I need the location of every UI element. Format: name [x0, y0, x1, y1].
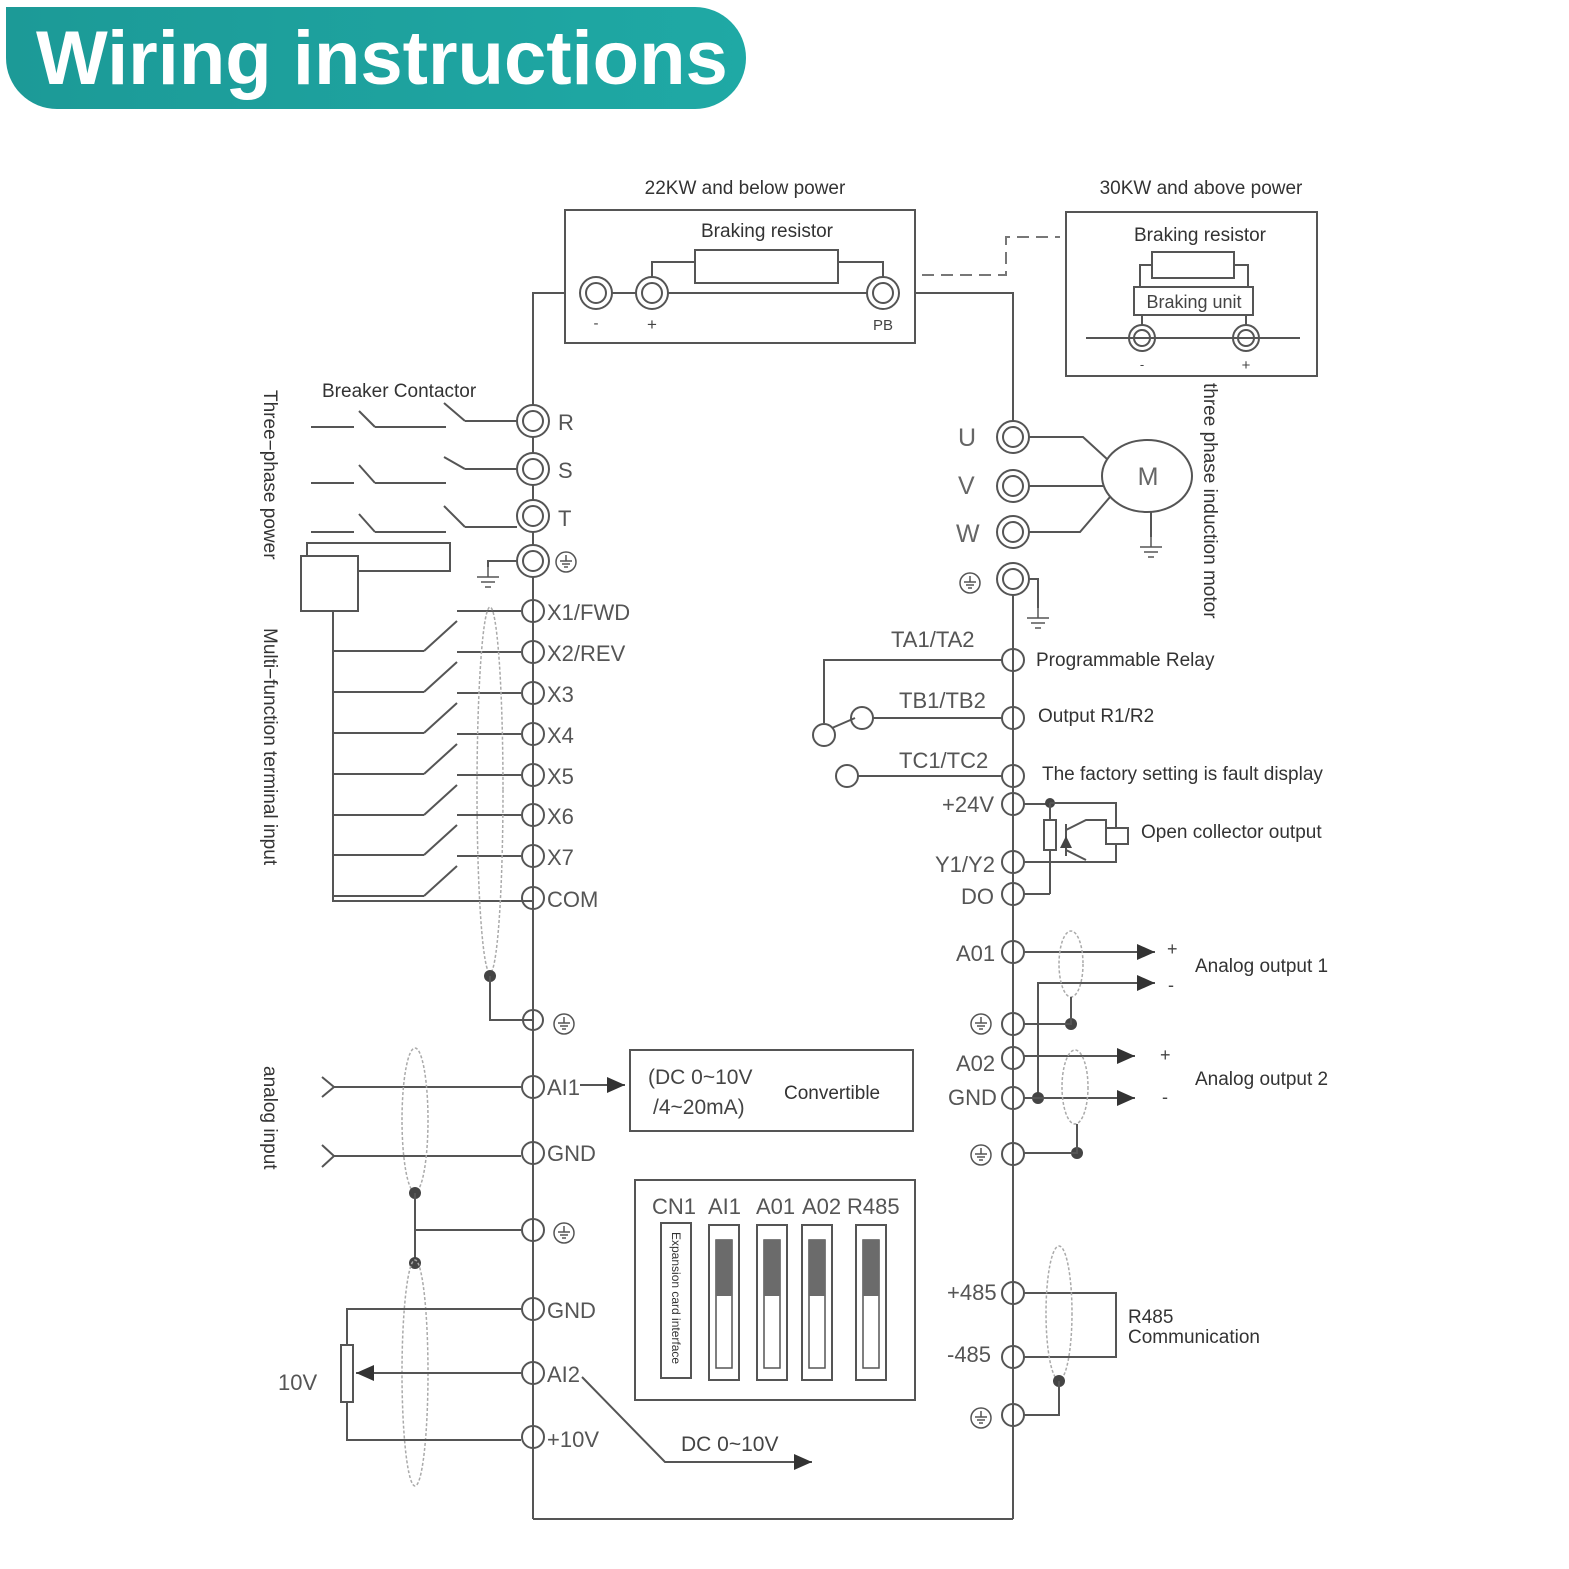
svg-text:R485: R485 — [1128, 1307, 1173, 1328]
svg-text:W: W — [956, 520, 980, 548]
svg-text:TC1/TC2: TC1/TC2 — [899, 748, 988, 773]
svg-text:R485: R485 — [847, 1194, 900, 1219]
rs485-section: +485 -485 R485 Communication — [947, 1245, 1260, 1429]
svg-text:TA1/TA2: TA1/TA2 — [891, 627, 975, 652]
svg-text:-: - — [1162, 1087, 1168, 1107]
motor-output-section: U V W M — [956, 420, 1193, 629]
power-input-section: Breaker Contactor R S T — [311, 381, 577, 588]
svg-text:S: S — [558, 458, 573, 483]
svg-text:U: U — [958, 424, 976, 452]
svg-text:Programmable Relay: Programmable Relay — [1036, 650, 1215, 671]
svg-text:AI1: AI1 — [708, 1194, 741, 1219]
three-phase-power-label: Three−phase power — [259, 390, 280, 560]
braking-resistor-symbol — [694, 249, 839, 284]
digital-input-label: X3 — [547, 682, 574, 707]
breaker-contactor-label: Breaker Contactor — [322, 381, 477, 402]
svg-text:Communication: Communication — [1128, 1327, 1260, 1348]
title-banner: Wiring instructions — [6, 7, 746, 109]
ai1-range-box — [629, 1049, 914, 1132]
ground-icon — [476, 566, 500, 588]
svg-text:+10V: +10V — [547, 1427, 599, 1452]
svg-text:M: M — [1138, 463, 1159, 491]
multi-function-label: Multi−function terminal input — [259, 628, 280, 866]
braking-unit-label: Braking unit — [1146, 292, 1241, 312]
svg-text:DC 0~10V: DC 0~10V — [681, 1433, 778, 1456]
svg-text:T: T — [558, 506, 571, 531]
digital-input-label: X5 — [547, 764, 574, 789]
page-title: Wiring instructions — [36, 16, 728, 101]
svg-text:Expansion card interface: Expansion card interface — [669, 1232, 683, 1364]
expansion-card-slot — [660, 1222, 692, 1379]
svg-text:TB1/TB2: TB1/TB2 — [899, 688, 986, 713]
svg-text:+24V: +24V — [942, 792, 994, 817]
svg-text:A02: A02 — [956, 1051, 995, 1076]
svg-text:A02: A02 — [802, 1194, 841, 1219]
analog-inputs-section: AI1 GND GND AI2 +10V (DC 0~10V /4~20mA) … — [278, 1047, 914, 1487]
svg-text:(DC 0~10V: (DC 0~10V — [648, 1066, 752, 1089]
svg-text:CN1: CN1 — [652, 1194, 696, 1219]
svg-text:-: - — [594, 315, 599, 332]
svg-text:Analog output 2: Analog output 2 — [1195, 1069, 1328, 1090]
digital-input-label: X6 — [547, 804, 574, 829]
motor-symbol — [1101, 439, 1193, 513]
analog-outputs-section: A01 A02 GND + - + - Analog output 1 Anal… — [948, 930, 1328, 1166]
potentiometer — [340, 1344, 354, 1403]
digital-input-label: X1/FWD — [547, 600, 630, 625]
svg-text:+: + — [1160, 1045, 1171, 1065]
ai1-terminal-label: AI1 — [547, 1075, 580, 1100]
svg-text:DO: DO — [961, 884, 994, 909]
relay-section: TA1/TA2 TB1/TB2 TC1/TC2 Programmable Rel… — [812, 627, 1323, 788]
svg-text:R: R — [558, 410, 574, 435]
dip-switch-block: CN1 AI1 A01 A02 R485 Expansion card inte… — [634, 1179, 916, 1401]
svg-text:Analog output 1: Analog output 1 — [1195, 956, 1328, 977]
svg-text:V: V — [958, 472, 975, 500]
svg-text:-: - — [1168, 975, 1174, 995]
svg-text:/4~20mA): /4~20mA) — [653, 1096, 745, 1119]
analog-input-label: analog input — [259, 1066, 280, 1170]
braking-resistor-label: Braking resistor — [701, 221, 834, 242]
svg-text:-: - — [1140, 357, 1144, 372]
svg-text:+: + — [1167, 939, 1178, 959]
large-power-section: 30KW and above power Braking resistor Br… — [1065, 178, 1318, 377]
svg-text:Y1/Y2: Y1/Y2 — [935, 852, 995, 877]
svg-text:PB: PB — [873, 317, 893, 334]
svg-text:GND: GND — [547, 1298, 596, 1323]
svg-text:Output R1/R2: Output R1/R2 — [1038, 706, 1154, 727]
svg-text:30KW and above power: 30KW and above power — [1100, 178, 1303, 199]
svg-text:GND: GND — [547, 1141, 596, 1166]
svg-text:A01: A01 — [956, 941, 995, 966]
small-power-section: 22KW and below power Braking resistor - … — [564, 178, 1060, 344]
svg-text:A01: A01 — [756, 1194, 795, 1219]
svg-text:+: + — [647, 315, 657, 334]
motor-label: three phase induction motor — [1199, 383, 1220, 619]
digital-input-label: X4 — [547, 723, 574, 748]
svg-text:10V: 10V — [278, 1370, 317, 1395]
svg-text:The factory setting is fault d: The factory setting is fault display — [1042, 764, 1323, 785]
digital-input-label: COM — [547, 887, 598, 912]
svg-text:Open collector output: Open collector output — [1141, 822, 1322, 843]
svg-text:-485: -485 — [947, 1342, 991, 1367]
digital-input-label: X7 — [547, 845, 574, 870]
svg-text:+: + — [1242, 357, 1251, 374]
svg-text:Convertible: Convertible — [784, 1083, 880, 1104]
svg-text:GND: GND — [948, 1085, 997, 1110]
digital-input-label: X2/REV — [547, 641, 626, 666]
svg-text:+485: +485 — [947, 1280, 997, 1305]
small-power-heading: 22KW and below power — [645, 178, 846, 199]
earth-symbol — [555, 551, 577, 573]
svg-text:AI2: AI2 — [547, 1362, 580, 1387]
open-collector-section: +24V Y1/Y2 DO Open collector output — [935, 792, 1322, 909]
svg-text:Braking resistor: Braking resistor — [1134, 225, 1267, 246]
